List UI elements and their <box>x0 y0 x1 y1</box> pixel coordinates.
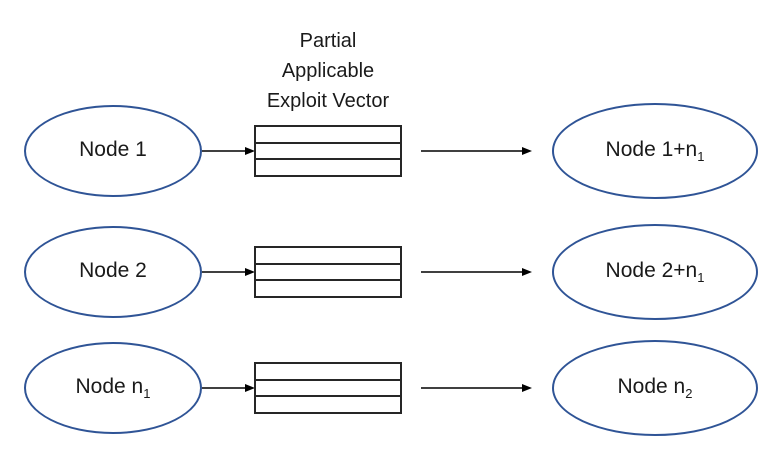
vector-title-line: Applicable <box>281 60 375 82</box>
node-ellipse-target-3: Node n2 <box>552 340 758 436</box>
vector-cell <box>256 378 400 396</box>
node-label-subscript: 2 <box>685 386 693 401</box>
arrow-source-to-vector-1 <box>202 147 255 155</box>
node-ellipse-target-1: Node 1+n1 <box>552 103 758 199</box>
node-ellipse-target-2: Node 2+n1 <box>552 224 758 320</box>
arrow-vector-to-target-1 <box>421 147 532 155</box>
node-label: Node 2 <box>79 259 147 285</box>
node-label-subscript: 1 <box>143 386 151 401</box>
vector-cell <box>256 127 400 142</box>
vector-cell <box>256 279 400 296</box>
node-label-text: Node 1+n <box>605 138 698 161</box>
node-label-text: Node 2 <box>79 259 147 282</box>
vector-cell <box>256 141 400 159</box>
arrow-source-to-vector-3 <box>202 384 255 392</box>
vector-cell <box>256 248 400 263</box>
exploit-vector-box-2 <box>254 246 402 298</box>
arrow-source-to-vector-2 <box>202 268 255 276</box>
node-label-text: Node 1 <box>79 138 147 161</box>
node-label: Node n2 <box>618 375 693 401</box>
vector-cell <box>256 395 400 412</box>
arrow-vector-to-target-3 <box>421 384 532 392</box>
node-label: Node n1 <box>76 375 151 401</box>
arrow-vector-to-target-2 <box>421 268 532 276</box>
node-label-text: Node n <box>75 375 144 398</box>
node-label: Node 1+n1 <box>606 138 705 164</box>
vector-title: Partial Applicable Exploit Vector <box>228 26 428 116</box>
node-label: Node 1 <box>79 138 147 164</box>
node-ellipse-source-1: Node 1 <box>24 105 202 197</box>
node-label-subscript: 1 <box>697 270 705 285</box>
vector-cell <box>256 364 400 379</box>
node-ellipse-source-2: Node 2 <box>24 226 202 318</box>
vector-cell <box>256 158 400 175</box>
node-label-text: Node n <box>617 375 686 398</box>
exploit-vector-box-3 <box>254 362 402 414</box>
node-label-subscript: 1 <box>697 149 705 164</box>
node-label: Node 2+n1 <box>606 259 705 285</box>
vector-cell <box>256 262 400 280</box>
node-label-text: Node 2+n <box>605 259 698 282</box>
vector-title-line: Partial <box>299 30 357 52</box>
exploit-vector-box-1 <box>254 125 402 177</box>
vector-title-line: Exploit Vector <box>266 90 390 112</box>
node-ellipse-source-3: Node n1 <box>24 342 202 434</box>
